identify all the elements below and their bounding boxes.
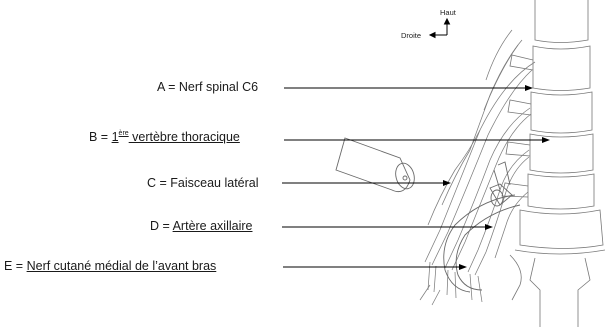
label-c-text: Faisceau latéral <box>170 176 258 190</box>
label-c: C = Faisceau latéral <box>147 176 259 190</box>
orientation-side-label: Droite <box>401 31 421 40</box>
label-d-text: Artère axillaire <box>173 219 253 233</box>
orientation-up-label: Haut <box>440 8 456 17</box>
vertebral-column <box>502 0 605 327</box>
label-a-prefix: A = <box>157 80 179 94</box>
label-b-text: vertèbre thoracique <box>129 130 240 144</box>
label-a: A = Nerf spinal C6 <box>157 80 258 94</box>
label-e-text: Nerf cutané médial de l’avant bras <box>27 259 217 273</box>
artery-and-stumps <box>336 138 520 292</box>
label-b-sup: ère <box>119 130 129 137</box>
label-e-prefix: E = <box>4 259 27 273</box>
nerve-plexus <box>420 30 535 305</box>
label-d: D = Artère axillaire <box>150 219 252 233</box>
label-b-num: 1 <box>112 130 119 144</box>
label-e: E = Nerf cutané médial de l’avant bras <box>4 259 216 273</box>
orientation-arrows <box>430 19 450 38</box>
label-b-prefix: B = <box>89 130 112 144</box>
label-d-prefix: D = <box>150 219 173 233</box>
label-c-prefix: C = <box>147 176 170 190</box>
label-b: B = 1ère vertèbre thoracique <box>89 130 240 144</box>
label-a-text: Nerf spinal C6 <box>179 80 258 94</box>
